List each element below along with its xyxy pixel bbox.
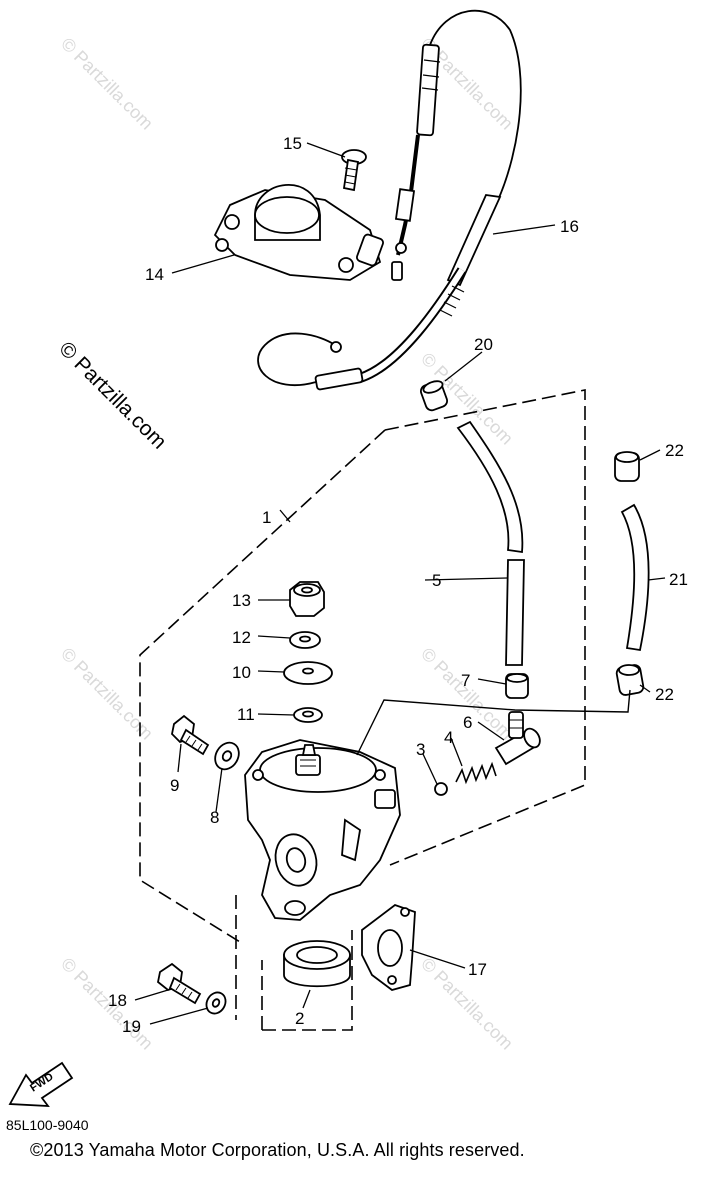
cap-part-20 xyxy=(420,380,448,412)
callout-22-top: 22 xyxy=(665,441,684,460)
callout-16: 16 xyxy=(560,217,579,236)
ball-part-3 xyxy=(434,782,448,796)
nut-part-13 xyxy=(289,581,325,617)
washer-part-8 xyxy=(214,741,240,771)
assembly-boundary xyxy=(139,389,586,1031)
hose-part-5 xyxy=(456,420,525,666)
callout-3: 3 xyxy=(416,740,425,759)
callout-14: 14 xyxy=(145,265,164,284)
watermark: © Partzilla.com xyxy=(57,34,157,134)
leader-lines xyxy=(134,142,666,1025)
fitting-part-6 xyxy=(494,711,541,766)
route-lines xyxy=(356,689,631,756)
callout-4: 4 xyxy=(444,728,453,747)
callout-1: 1 xyxy=(262,508,271,527)
callout-22-bottom: 22 xyxy=(655,685,674,704)
spring-part-4 xyxy=(455,761,497,785)
callouts: 15 14 16 20 22 1 5 21 13 12 10 7 22 11 6… xyxy=(108,134,688,1036)
washer-part-10 xyxy=(283,661,333,685)
washer-part-12 xyxy=(289,631,321,649)
hose-part-21 xyxy=(620,503,650,652)
washer-part-19 xyxy=(205,991,227,1015)
cable-assembly xyxy=(257,9,522,391)
callout-10: 10 xyxy=(232,663,251,682)
bolt-part-18 xyxy=(157,962,202,1005)
callout-21: 21 xyxy=(669,570,688,589)
cap-part-22-bottom xyxy=(615,664,645,696)
copyright-notice: ©2013 Yamaha Motor Corporation, U.S.A. A… xyxy=(30,1140,525,1160)
seal-part-2 xyxy=(283,940,351,988)
pump-body-part-1 xyxy=(244,739,401,921)
callout-6: 6 xyxy=(463,713,472,732)
bolt-part-9 xyxy=(171,714,210,756)
cap-part-7 xyxy=(505,673,529,699)
callout-17: 17 xyxy=(468,960,487,979)
watermark-dark: © Partzilla.com xyxy=(54,337,170,453)
callout-11: 11 xyxy=(237,705,255,724)
fwd-arrow-icon: FWD xyxy=(8,1061,74,1107)
callout-7: 7 xyxy=(461,671,470,690)
callout-5: 5 xyxy=(432,571,441,590)
callout-2: 2 xyxy=(295,1009,304,1028)
callout-18: 18 xyxy=(108,991,127,1010)
cap-part-22-top xyxy=(614,451,640,482)
callout-19: 19 xyxy=(122,1017,141,1036)
screw-part xyxy=(341,149,367,192)
watermark: © Partzilla.com xyxy=(57,644,157,744)
document-code: 85L100-9040 xyxy=(6,1117,89,1133)
washer-part-11 xyxy=(293,707,323,723)
callout-13: 13 xyxy=(232,591,251,610)
callout-15: 15 xyxy=(283,134,302,153)
callout-12: 12 xyxy=(232,628,251,647)
callout-20: 20 xyxy=(474,335,493,354)
callout-9: 9 xyxy=(170,776,179,795)
cover-part xyxy=(213,184,384,281)
gasket-part-17 xyxy=(361,903,416,991)
callout-8: 8 xyxy=(210,808,219,827)
